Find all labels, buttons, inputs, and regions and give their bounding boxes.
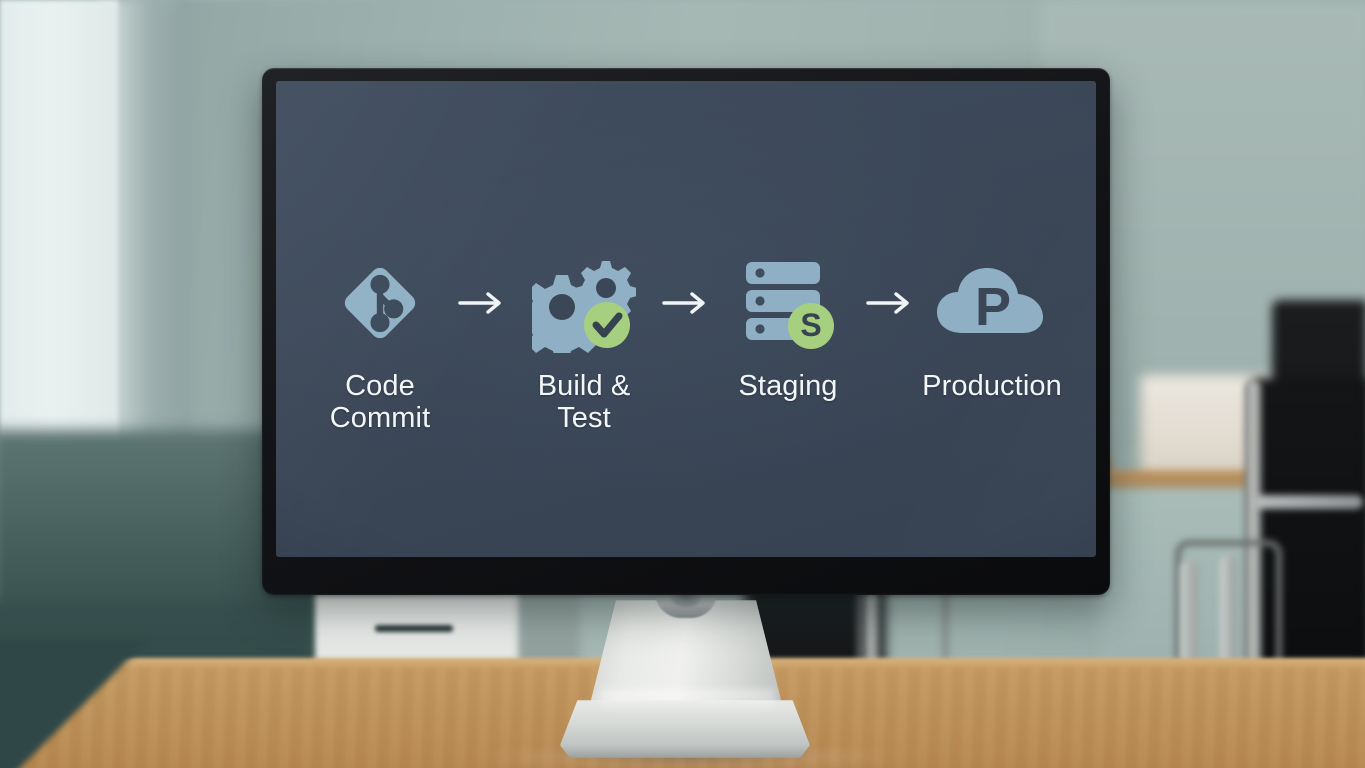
stage-icon-wrapper [532,251,636,355]
arrow-right-icon [458,292,501,314]
cabinet-handle [375,625,453,632]
staging-badge-icon [788,303,834,349]
pipeline-connector-1 [454,251,510,355]
pipeline-stage-code-commit[interactable]: Code Commit [306,251,454,434]
stage-label-production: Production [922,370,1062,402]
office-chair-armrest [1253,495,1363,509]
pipeline-stage-production[interactable]: P Production [918,251,1066,403]
server-stack-icon: S [746,262,834,349]
office-chair-back [1250,378,1365,678]
office-chair-post [1245,380,1262,685]
cloud-icon: P [937,268,1043,337]
pipeline-connector-2 [658,251,714,355]
stage-icon-wrapper: S [736,251,840,355]
pipeline-stage-build-test[interactable]: Build & Test [510,251,658,434]
office-chair-leg-left [1180,560,1198,675]
pipeline-connector-3 [862,251,918,355]
arrow-right-icon [866,292,909,314]
pipeline-diagram: Code Commit [276,251,1096,434]
git-branch-diamond-icon [344,267,416,339]
stage-icon-wrapper [331,251,429,355]
office-chair-leg-right [1220,555,1236,670]
gears-icon [532,261,636,353]
pipeline-stage-staging[interactable]: S Staging [714,251,862,403]
production-letter: P [975,277,1011,337]
server-racks [746,262,820,340]
svg-text:S: S [800,307,821,343]
stage-label-build-test: Build & Test [537,370,631,434]
arrow-right-icon [662,292,705,314]
stage-icon-wrapper: P [933,251,1051,355]
monitor-screen[interactable]: Code Commit [276,81,1096,557]
stage-label-staging: Staging [738,370,838,402]
monitor: Code Commit [262,68,1110,595]
stand-highlight [600,690,775,712]
stage-label-code-commit: Code Commit [329,370,431,434]
desk-corner-cut [0,640,300,768]
